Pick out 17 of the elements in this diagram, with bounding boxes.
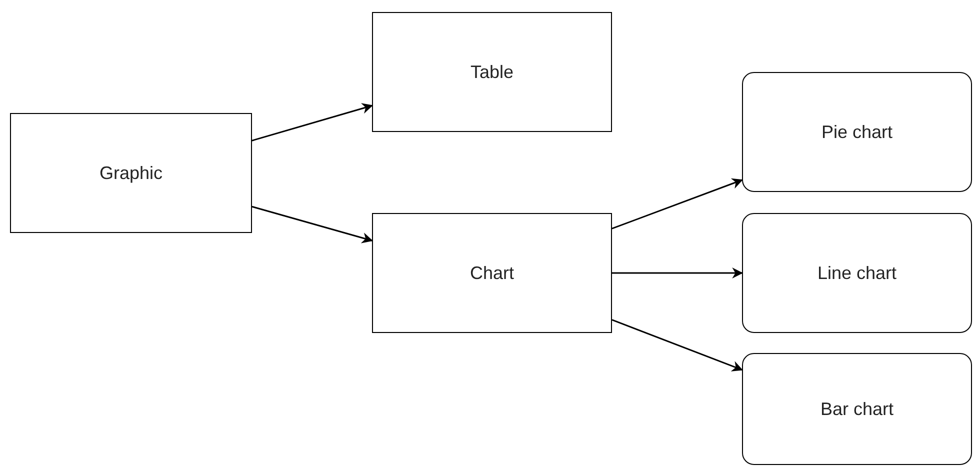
rounded-box bbox=[742, 72, 972, 192]
arrow bbox=[612, 268, 744, 278]
process-box bbox=[372, 213, 612, 333]
arrow bbox=[612, 178, 744, 230]
node-label: Chart bbox=[470, 262, 514, 284]
arrow bbox=[612, 319, 744, 372]
arrow bbox=[252, 206, 374, 244]
process-box bbox=[10, 113, 252, 233]
rounded-box bbox=[742, 213, 972, 333]
node-label: Pie chart bbox=[821, 122, 893, 142]
node-label: Table bbox=[470, 62, 514, 82]
process-box bbox=[372, 12, 612, 132]
node-label: Line chart bbox=[817, 262, 897, 284]
arrow bbox=[252, 103, 374, 142]
rounded-box bbox=[742, 353, 972, 465]
node-label: Graphic bbox=[99, 162, 163, 184]
node-label: Bar chart bbox=[820, 398, 894, 420]
